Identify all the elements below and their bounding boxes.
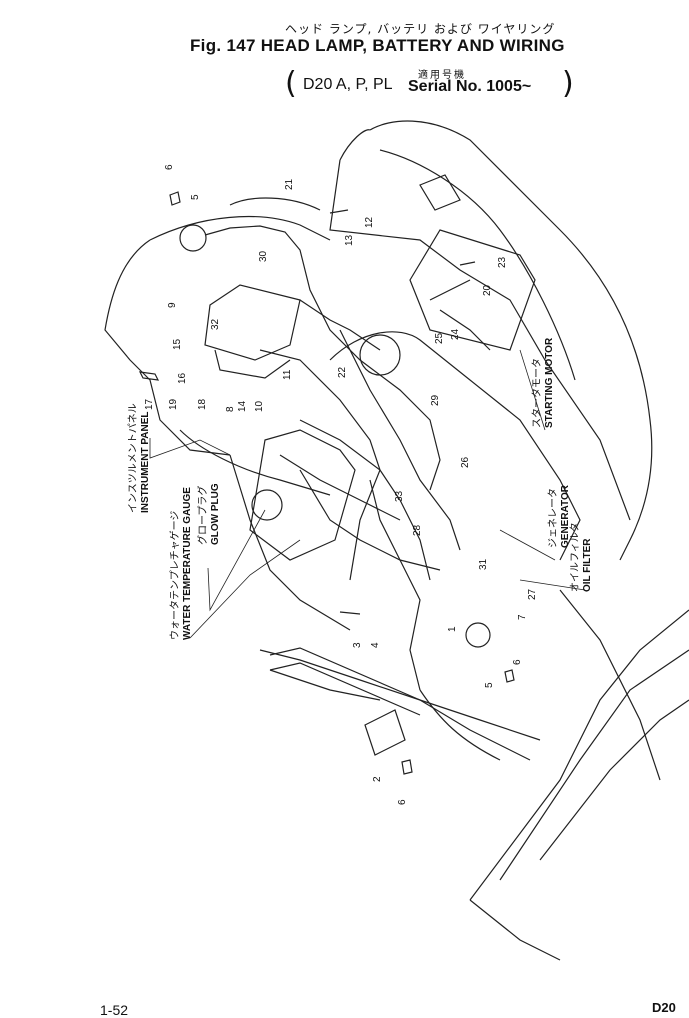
callout-4: 4 — [370, 642, 381, 648]
oil-filter-label: OIL FILTER — [582, 538, 593, 592]
model-designation: D20 A, P, PL — [303, 76, 393, 93]
callout-11: 11 — [282, 369, 293, 380]
instrument-panel-label-jp: インスツルメントパネル — [127, 403, 139, 513]
generator-label-jp: ジェネレータ — [547, 488, 559, 548]
part-callouts: 6 5 21 30 9 32 15 16 17 19 18 8 14 10 11… — [144, 164, 538, 805]
callout-14: 14 — [237, 400, 248, 412]
instrument-panel-label: INSTRUMENT PANEL — [140, 412, 151, 513]
callout-10: 10 — [254, 400, 265, 412]
callout-3: 3 — [352, 642, 363, 648]
generator-label: GENERATOR — [560, 484, 571, 548]
callout-12: 12 — [364, 216, 375, 228]
callout-16: 16 — [177, 372, 188, 384]
water-temperature-gauge-label-jp: ウォータテンプレチャゲージ — [169, 511, 181, 640]
close-parenthesis: ) — [562, 66, 574, 101]
callout-25: 25 — [434, 332, 445, 344]
callout-26: 26 — [460, 456, 471, 468]
callout-5: 5 — [190, 194, 201, 200]
callout-8: 8 — [225, 406, 236, 412]
component-labels: INSTRUMENT PANEL インスツルメントパネル GLOW PLUG グ… — [127, 337, 593, 640]
callout-23: 23 — [497, 256, 508, 268]
callout-28: 28 — [412, 524, 423, 536]
glow-plug-label-jp: グロープラグ — [196, 486, 209, 545]
glow-plug-label: GLOW PLUG — [210, 483, 221, 545]
callout-24: 24 — [450, 328, 461, 340]
figure-title-japanese: ヘッド ランプ, バッテリ および ワイヤリング — [285, 22, 556, 36]
callout-6-rear: 6 — [397, 799, 408, 805]
callout-31: 31 — [478, 558, 489, 570]
callout-2: 2 — [372, 776, 383, 782]
starting-motor-label: STARTING MOTOR — [544, 337, 555, 428]
figure-title: Fig. 147 HEAD LAMP, BATTERY AND WIRING — [190, 36, 565, 55]
water-temperature-gauge-label: WATER TEMPERATURE GAUGE — [182, 487, 193, 640]
callout-27: 27 — [527, 588, 538, 600]
callout-18: 18 — [197, 398, 208, 410]
serial-number: Serial No. 1005~ — [408, 78, 532, 95]
callout-21: 21 — [284, 178, 295, 190]
callout-5-lower: 5 — [484, 682, 495, 688]
serial-japanese: 適用号機 — [418, 70, 466, 81]
callout-7: 7 — [517, 614, 528, 620]
callout-6-lower: 6 — [512, 659, 523, 665]
callout-19: 19 — [168, 398, 179, 410]
callout-30: 30 — [258, 250, 269, 262]
callout-32: 32 — [210, 318, 221, 330]
oil-filter-label-jp: オイルフィルタ — [569, 522, 581, 592]
callout-6-headlamp-bulb: 6 — [164, 164, 175, 170]
callout-22: 22 — [337, 366, 348, 378]
figure-header: ヘッド ランプ, バッテリ および ワイヤリング Fig. 147 HEAD L… — [0, 0, 689, 110]
page-number: 1-52 — [100, 1002, 129, 1018]
callout-17: 17 — [144, 398, 155, 410]
starting-motor-label-jp: スタータモータ — [531, 358, 543, 428]
callout-9: 9 — [167, 302, 178, 308]
callout-1: 1 — [447, 626, 458, 632]
callout-29: 29 — [430, 394, 441, 406]
open-parenthesis: ( — [285, 66, 297, 101]
callout-33: 33 — [394, 490, 405, 502]
callout-15: 15 — [172, 338, 183, 350]
callout-13: 13 — [344, 234, 355, 246]
model-code: D20 — [652, 1000, 676, 1015]
machine-outline — [104, 120, 689, 961]
callout-20: 20 — [482, 284, 493, 296]
leader-lines — [149, 349, 586, 639]
